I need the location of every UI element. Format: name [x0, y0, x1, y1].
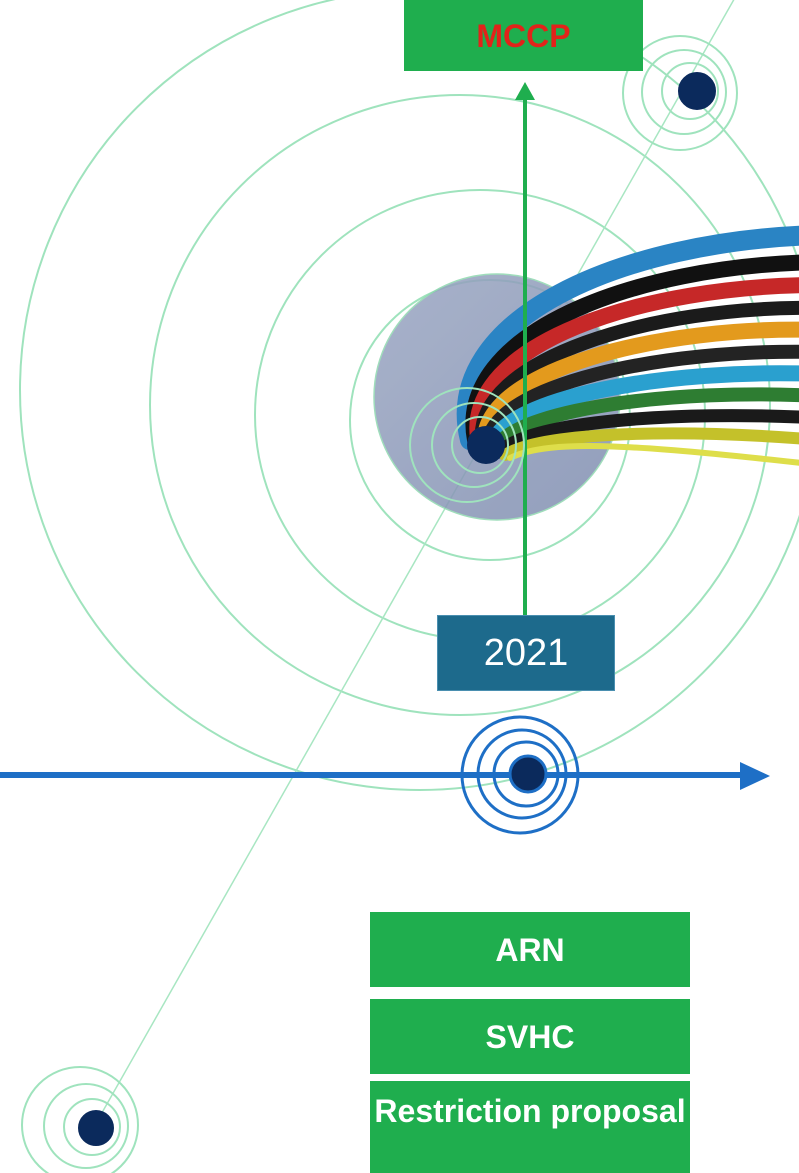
ring-outer	[19, 0, 799, 791]
target-node-icon	[460, 715, 580, 835]
target-node-icon	[21, 1066, 139, 1173]
restriction-proposal-label: Restriction proposal	[374, 1093, 686, 1129]
restriction-proposal-box: Restriction proposal	[370, 1081, 690, 1173]
mccp-milestone-box: MCCP	[404, 0, 643, 71]
svhc-label: SVHC	[485, 1018, 575, 1055]
year-box: 2021	[437, 615, 615, 691]
cable-bundle-image	[456, 225, 799, 466]
timeline-arrow-icon	[0, 762, 770, 790]
up-arrow-icon	[515, 82, 535, 615]
target-node-icon	[409, 387, 525, 503]
target-node-icon	[622, 35, 738, 151]
mccp-label: MCCP	[476, 18, 571, 54]
arn-label: ARN	[495, 931, 565, 968]
svhc-box: SVHC	[370, 999, 690, 1074]
year-label: 2021	[483, 631, 569, 674]
ring-large	[149, 94, 771, 716]
arn-box: ARN	[370, 912, 690, 987]
diagonal-guide-line	[94, 0, 735, 1126]
